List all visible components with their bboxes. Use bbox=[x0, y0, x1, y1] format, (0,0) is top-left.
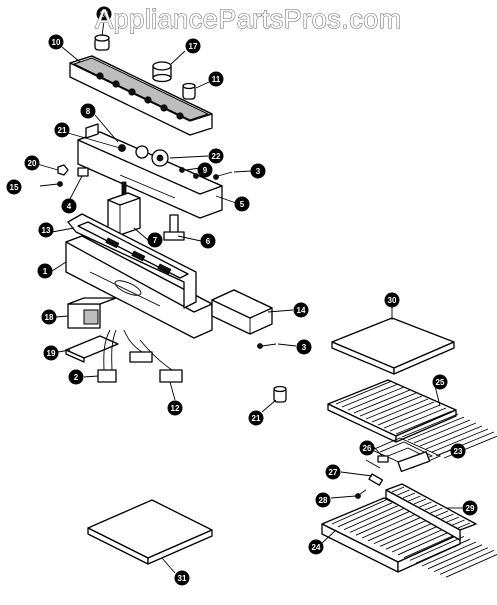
callout-number: 4 bbox=[67, 202, 72, 211]
callout-29: 29 bbox=[462, 500, 478, 516]
callout-number: 20 bbox=[28, 159, 37, 168]
callout-1: 1 bbox=[37, 263, 53, 279]
screw-nut-part bbox=[39, 164, 69, 187]
callout-number: 29 bbox=[466, 504, 475, 513]
callout-number: 23 bbox=[454, 447, 463, 456]
callout-8: 8 bbox=[80, 103, 96, 119]
callout-number: 19 bbox=[47, 349, 56, 358]
board-part bbox=[65, 335, 119, 363]
drip-tray-part bbox=[321, 497, 497, 578]
watermark-text: AppliancePartsPros.com bbox=[95, 3, 402, 34]
callout-number: 2 bbox=[74, 373, 79, 382]
callout-number: 27 bbox=[329, 468, 338, 477]
callout-13: 13 bbox=[38, 222, 54, 238]
callout-7: 7 bbox=[147, 232, 163, 248]
bracket-part bbox=[368, 473, 384, 486]
callout-17: 17 bbox=[185, 38, 201, 54]
callout-number: 18 bbox=[45, 313, 54, 322]
callout-23: 23 bbox=[450, 443, 466, 459]
callout-number: 21 bbox=[58, 126, 67, 135]
callout-number: 17 bbox=[189, 42, 198, 51]
callout-number: 10 bbox=[52, 38, 61, 47]
callout-number: 1 bbox=[43, 267, 48, 276]
callout-number: 15 bbox=[10, 183, 19, 192]
clip-part bbox=[77, 167, 89, 177]
callout-2: 2 bbox=[68, 369, 84, 385]
callout-18: 18 bbox=[41, 309, 57, 325]
callout-3: 3 bbox=[250, 163, 266, 179]
bracket-housing-part bbox=[77, 123, 223, 219]
wire-harness-part bbox=[97, 329, 151, 383]
callout-27: 27 bbox=[325, 464, 341, 480]
callout-number: 22 bbox=[212, 152, 221, 161]
connector-part bbox=[129, 339, 183, 383]
callout-number: 16 bbox=[100, 10, 109, 19]
callout-24: 24 bbox=[308, 539, 324, 555]
callout-21: 21 bbox=[248, 410, 264, 426]
callout-number: 5 bbox=[240, 200, 245, 209]
callout-31: 31 bbox=[174, 570, 190, 586]
callout-number: 9 bbox=[203, 166, 208, 175]
large-knob-part bbox=[152, 61, 172, 83]
callout-number: 3 bbox=[256, 167, 261, 176]
callout-number: 8 bbox=[86, 107, 91, 116]
callout-16: 16 bbox=[96, 6, 112, 22]
button-part bbox=[182, 82, 196, 100]
callout-number: 13 bbox=[42, 226, 51, 235]
callout-21: 21 bbox=[54, 122, 70, 138]
callout-number: 30 bbox=[388, 296, 397, 305]
cover-lid-part bbox=[87, 499, 213, 565]
callout-number: 25 bbox=[436, 378, 445, 387]
callout-6: 6 bbox=[200, 233, 216, 249]
callout-number: 7 bbox=[153, 236, 158, 245]
callout-20: 20 bbox=[24, 155, 40, 171]
callout-30: 30 bbox=[384, 292, 400, 308]
callout-number: 3 bbox=[302, 343, 307, 352]
clip-part-2 bbox=[377, 455, 389, 463]
cover-plate-part bbox=[331, 317, 455, 375]
callout-number: 24 bbox=[312, 543, 321, 552]
small-knob-part bbox=[94, 34, 110, 51]
callout-number: 31 bbox=[178, 574, 187, 583]
relay-part bbox=[67, 297, 117, 329]
callout-number: 12 bbox=[171, 404, 180, 413]
callout-3: 3 bbox=[296, 339, 312, 355]
callout-25: 25 bbox=[432, 374, 448, 390]
callout-4: 4 bbox=[61, 198, 77, 214]
screw-part bbox=[213, 171, 233, 180]
callout-19: 19 bbox=[43, 345, 59, 361]
callout-number: 28 bbox=[319, 496, 328, 505]
callout-15: 15 bbox=[6, 179, 22, 195]
callout-12: 12 bbox=[167, 400, 183, 416]
plug-part bbox=[273, 385, 287, 403]
callout-10: 10 bbox=[48, 34, 64, 50]
callout-26: 26 bbox=[359, 440, 375, 456]
callout-28: 28 bbox=[315, 492, 331, 508]
grill-insert-part bbox=[385, 483, 477, 541]
chassis-part bbox=[65, 213, 213, 339]
cover-box-part bbox=[211, 289, 273, 335]
callout-22: 22 bbox=[208, 148, 224, 164]
callout-14: 14 bbox=[293, 302, 309, 318]
callout-9: 9 bbox=[197, 162, 213, 178]
heating-element-part bbox=[365, 437, 442, 473]
screw-part-3 bbox=[355, 489, 367, 499]
terminal-part bbox=[163, 214, 185, 241]
callout-number: 14 bbox=[297, 306, 306, 315]
callout-number: 6 bbox=[206, 237, 211, 246]
callout-number: 11 bbox=[212, 75, 221, 84]
callout-5: 5 bbox=[234, 196, 250, 212]
callout-11: 11 bbox=[208, 71, 224, 87]
callout-number: 21 bbox=[252, 414, 261, 423]
grill-grate-part bbox=[327, 379, 497, 459]
screw-part-2 bbox=[257, 343, 277, 349]
leader-lines bbox=[36, 20, 462, 574]
callout-number: 26 bbox=[363, 444, 372, 453]
control-panel-part bbox=[69, 55, 213, 136]
